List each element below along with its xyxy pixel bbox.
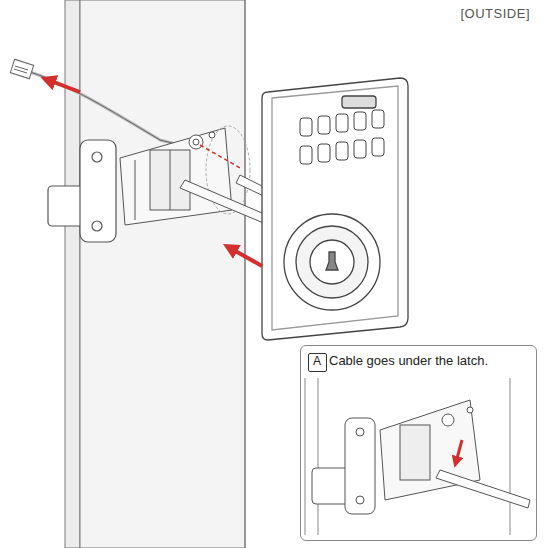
- inset-illustration: [305, 378, 530, 535]
- guide-line: [200, 145, 240, 168]
- keypad-button: [372, 110, 384, 128]
- cable: [10, 59, 200, 150]
- insert-arrow: [230, 248, 262, 266]
- view-label: [OUTSIDE]: [460, 6, 530, 21]
- door: [65, 0, 245, 548]
- keypad-button: [318, 116, 330, 134]
- keypad-button: [336, 114, 348, 132]
- latch-plate: [48, 140, 116, 242]
- keypad-button: [300, 146, 312, 164]
- keypad-button: [354, 112, 366, 130]
- keypad-button: [300, 118, 312, 136]
- keypad-button: [372, 138, 384, 156]
- down-arrow: [456, 440, 462, 462]
- caption-text: Cable goes under the latch.: [329, 353, 488, 369]
- callout-letter: A: [313, 354, 322, 368]
- keypad: [262, 78, 408, 340]
- latch-body: [120, 126, 250, 225]
- keypad-button: [354, 140, 366, 158]
- keypad-button: [318, 144, 330, 162]
- inset-panel: Cable goes under the latch. A: [300, 345, 537, 541]
- pull-arrow: [48, 80, 80, 92]
- keypad-button: [336, 142, 348, 160]
- callout-letter-box: A: [308, 353, 327, 372]
- keypad-buttons: [300, 110, 384, 164]
